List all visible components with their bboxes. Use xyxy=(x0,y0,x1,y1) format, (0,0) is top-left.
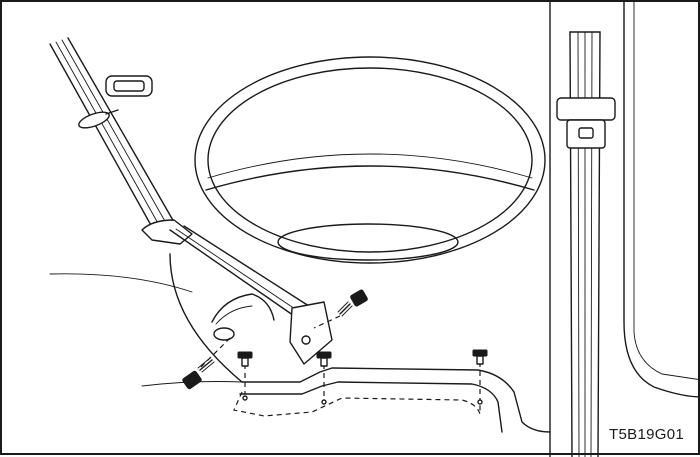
floor-contours xyxy=(49,273,551,433)
lower-belt-section xyxy=(141,219,313,321)
belt-guide-loop xyxy=(556,97,616,149)
seat-side-trim xyxy=(169,253,275,383)
oval-trim-panel xyxy=(194,56,546,264)
trim-clip-1 xyxy=(237,351,253,401)
vertical-seat-belt xyxy=(569,31,601,457)
figure-code-label: T5B19G01 xyxy=(609,426,684,443)
trim-clip-2 xyxy=(316,351,332,405)
panel-outline-dashed xyxy=(233,391,481,417)
alignment-guides xyxy=(197,315,481,400)
lower-bolt xyxy=(182,357,215,390)
diagonal-seat-belt xyxy=(49,37,175,228)
upper-bolt xyxy=(337,289,368,317)
belt-clip-ring xyxy=(78,109,119,129)
coat-hook xyxy=(105,75,153,97)
trim-clip-3 xyxy=(472,349,488,405)
pillar-panel xyxy=(549,2,700,457)
